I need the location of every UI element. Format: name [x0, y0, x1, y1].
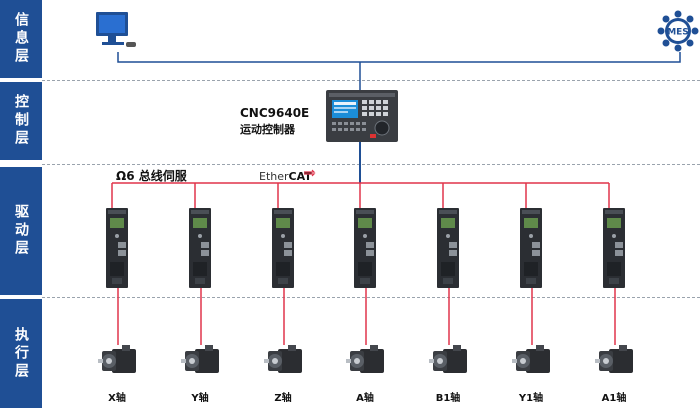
axis-label: B1轴 — [435, 393, 461, 404]
mes-badge-text: MES — [667, 28, 689, 38]
axis-label: X轴 — [108, 393, 126, 404]
servo-motor-icon — [181, 345, 221, 379]
servo-motor-icon — [98, 345, 138, 379]
ethercat-logo: EtherCAT — [259, 170, 312, 183]
servo-drive — [520, 208, 542, 288]
servo-drive — [354, 208, 376, 288]
layer-label-exec: 执行层 — [13, 326, 29, 381]
servo-motor-icon — [595, 345, 635, 379]
cnc-controller-device — [326, 90, 398, 142]
layer-label-info: 信息层 — [13, 12, 29, 66]
layer-tab-exec: 执行层 — [0, 299, 42, 408]
servo-motor-icon — [512, 345, 552, 379]
ethercat-suffix: CAT — [288, 170, 312, 183]
servo-drive — [603, 208, 625, 288]
servo-drive — [272, 208, 294, 288]
separator-line — [42, 80, 700, 81]
servo-drive — [189, 208, 211, 288]
ethercat-prefix: Ether — [259, 170, 289, 183]
axis-label: A轴 — [356, 393, 374, 404]
ethercat-arrow-icon — [304, 169, 316, 177]
servo-motor-icon — [346, 345, 386, 379]
servo-motor-icon — [264, 345, 304, 379]
servo-drive — [106, 208, 128, 288]
controller-model: CNC9640E — [240, 106, 310, 120]
layer-label-control: 控制层 — [13, 94, 29, 148]
layer-tab-info: 信息层 — [0, 0, 42, 78]
servo-motor-icon — [429, 345, 469, 379]
axis-label: Y1轴 — [518, 393, 544, 404]
layer-label-drive: 驱动层 — [13, 204, 29, 258]
separator-line — [42, 297, 700, 298]
layer-tab-drive: 驱动层 — [0, 167, 42, 295]
computer-icon — [96, 12, 136, 47]
drive-motor-links — [117, 285, 616, 345]
servo-drive — [437, 208, 459, 288]
axis-label: Z轴 — [274, 393, 292, 404]
axis-label: Y轴 — [191, 393, 209, 404]
separator-line — [42, 164, 700, 165]
drive-bus-drops — [111, 183, 610, 210]
info-bus-line — [117, 52, 681, 63]
axis-label: A1轴 — [601, 393, 627, 404]
layer-tab-control: 控制层 — [0, 82, 42, 160]
servo-bus-label: Ω6 总线伺服 — [116, 169, 187, 183]
mes-gear-icon: MES — [657, 10, 699, 52]
controller-subtitle: 运动控制器 — [240, 123, 295, 136]
